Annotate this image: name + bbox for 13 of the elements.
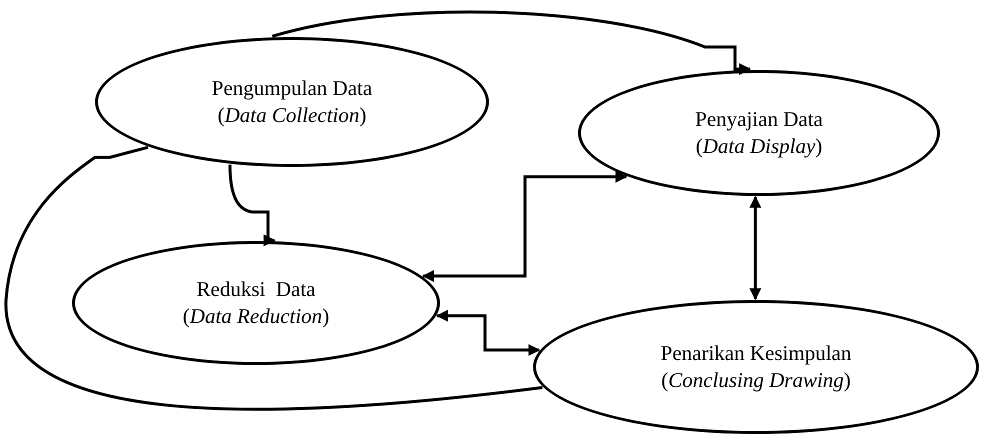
connector-arrow — [749, 196, 762, 300]
node-text: (Data Reduction) — [182, 303, 330, 330]
connector-arrow — [272, 10, 752, 76]
connector-arrow — [436, 310, 540, 356]
connector-arrow — [422, 170, 628, 282]
connector-arrow — [228, 164, 276, 246]
node-text: Reduksi Data — [196, 276, 316, 303]
node-text: (Conclusing Drawing) — [661, 367, 851, 394]
node-text: Pengumpulan Data — [212, 75, 372, 102]
node-text: (Data Collection) — [218, 102, 366, 129]
node-text: Penarikan Kesimpulan — [660, 340, 852, 367]
node-text: (Data Display) — [696, 133, 822, 160]
node-text: Penyajian Data — [695, 106, 823, 133]
